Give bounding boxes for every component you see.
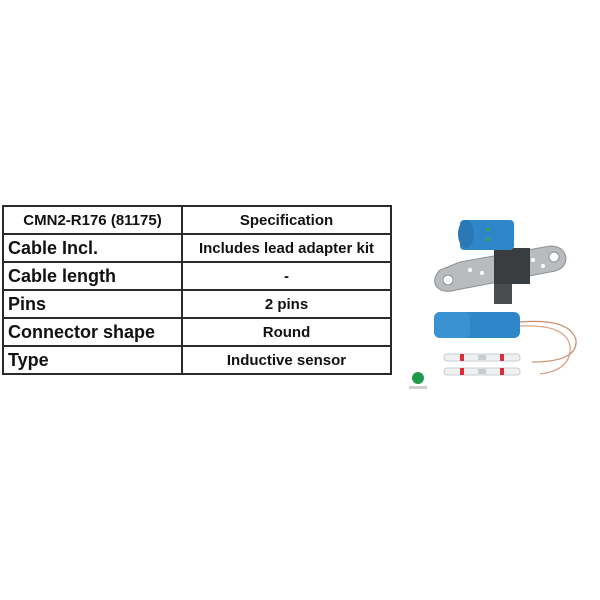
table-row: Connector shape Round: [2, 317, 392, 347]
butt-splices: [443, 353, 521, 376]
part-number-header: CMN2-R176 (81175): [2, 205, 183, 235]
product-photo: [434, 220, 577, 376]
row-value: Inductive sensor: [181, 345, 392, 375]
row-label: Connector shape: [2, 317, 183, 347]
row-label: Cable Incl.: [2, 233, 183, 263]
row-label: Type: [2, 345, 183, 375]
table-header-row: CMN2-R176 (81175) Specification: [2, 205, 392, 235]
repair-connector: [434, 312, 577, 375]
sensor-body: [494, 248, 530, 304]
row-label: Cable length: [2, 261, 183, 291]
row-value: -: [181, 261, 392, 291]
row-value: Includes lead adapter kit: [181, 233, 392, 263]
table-row: Cable length -: [2, 261, 392, 291]
brand-logo-icon: [412, 372, 424, 384]
row-value: 2 pins: [181, 289, 392, 319]
row-value: Round: [181, 317, 392, 347]
sensor-connector: [458, 220, 514, 250]
row-label: Pins: [2, 289, 183, 319]
specification-header: Specification: [181, 205, 392, 235]
logo-caption: [409, 386, 427, 389]
table-row: Type Inductive sensor: [2, 345, 392, 375]
table-row: Pins 2 pins: [2, 289, 392, 319]
specification-table: CMN2-R176 (81175) Specification Cable In…: [2, 205, 392, 375]
table-row: Cable Incl. Includes lead adapter kit: [2, 233, 392, 263]
